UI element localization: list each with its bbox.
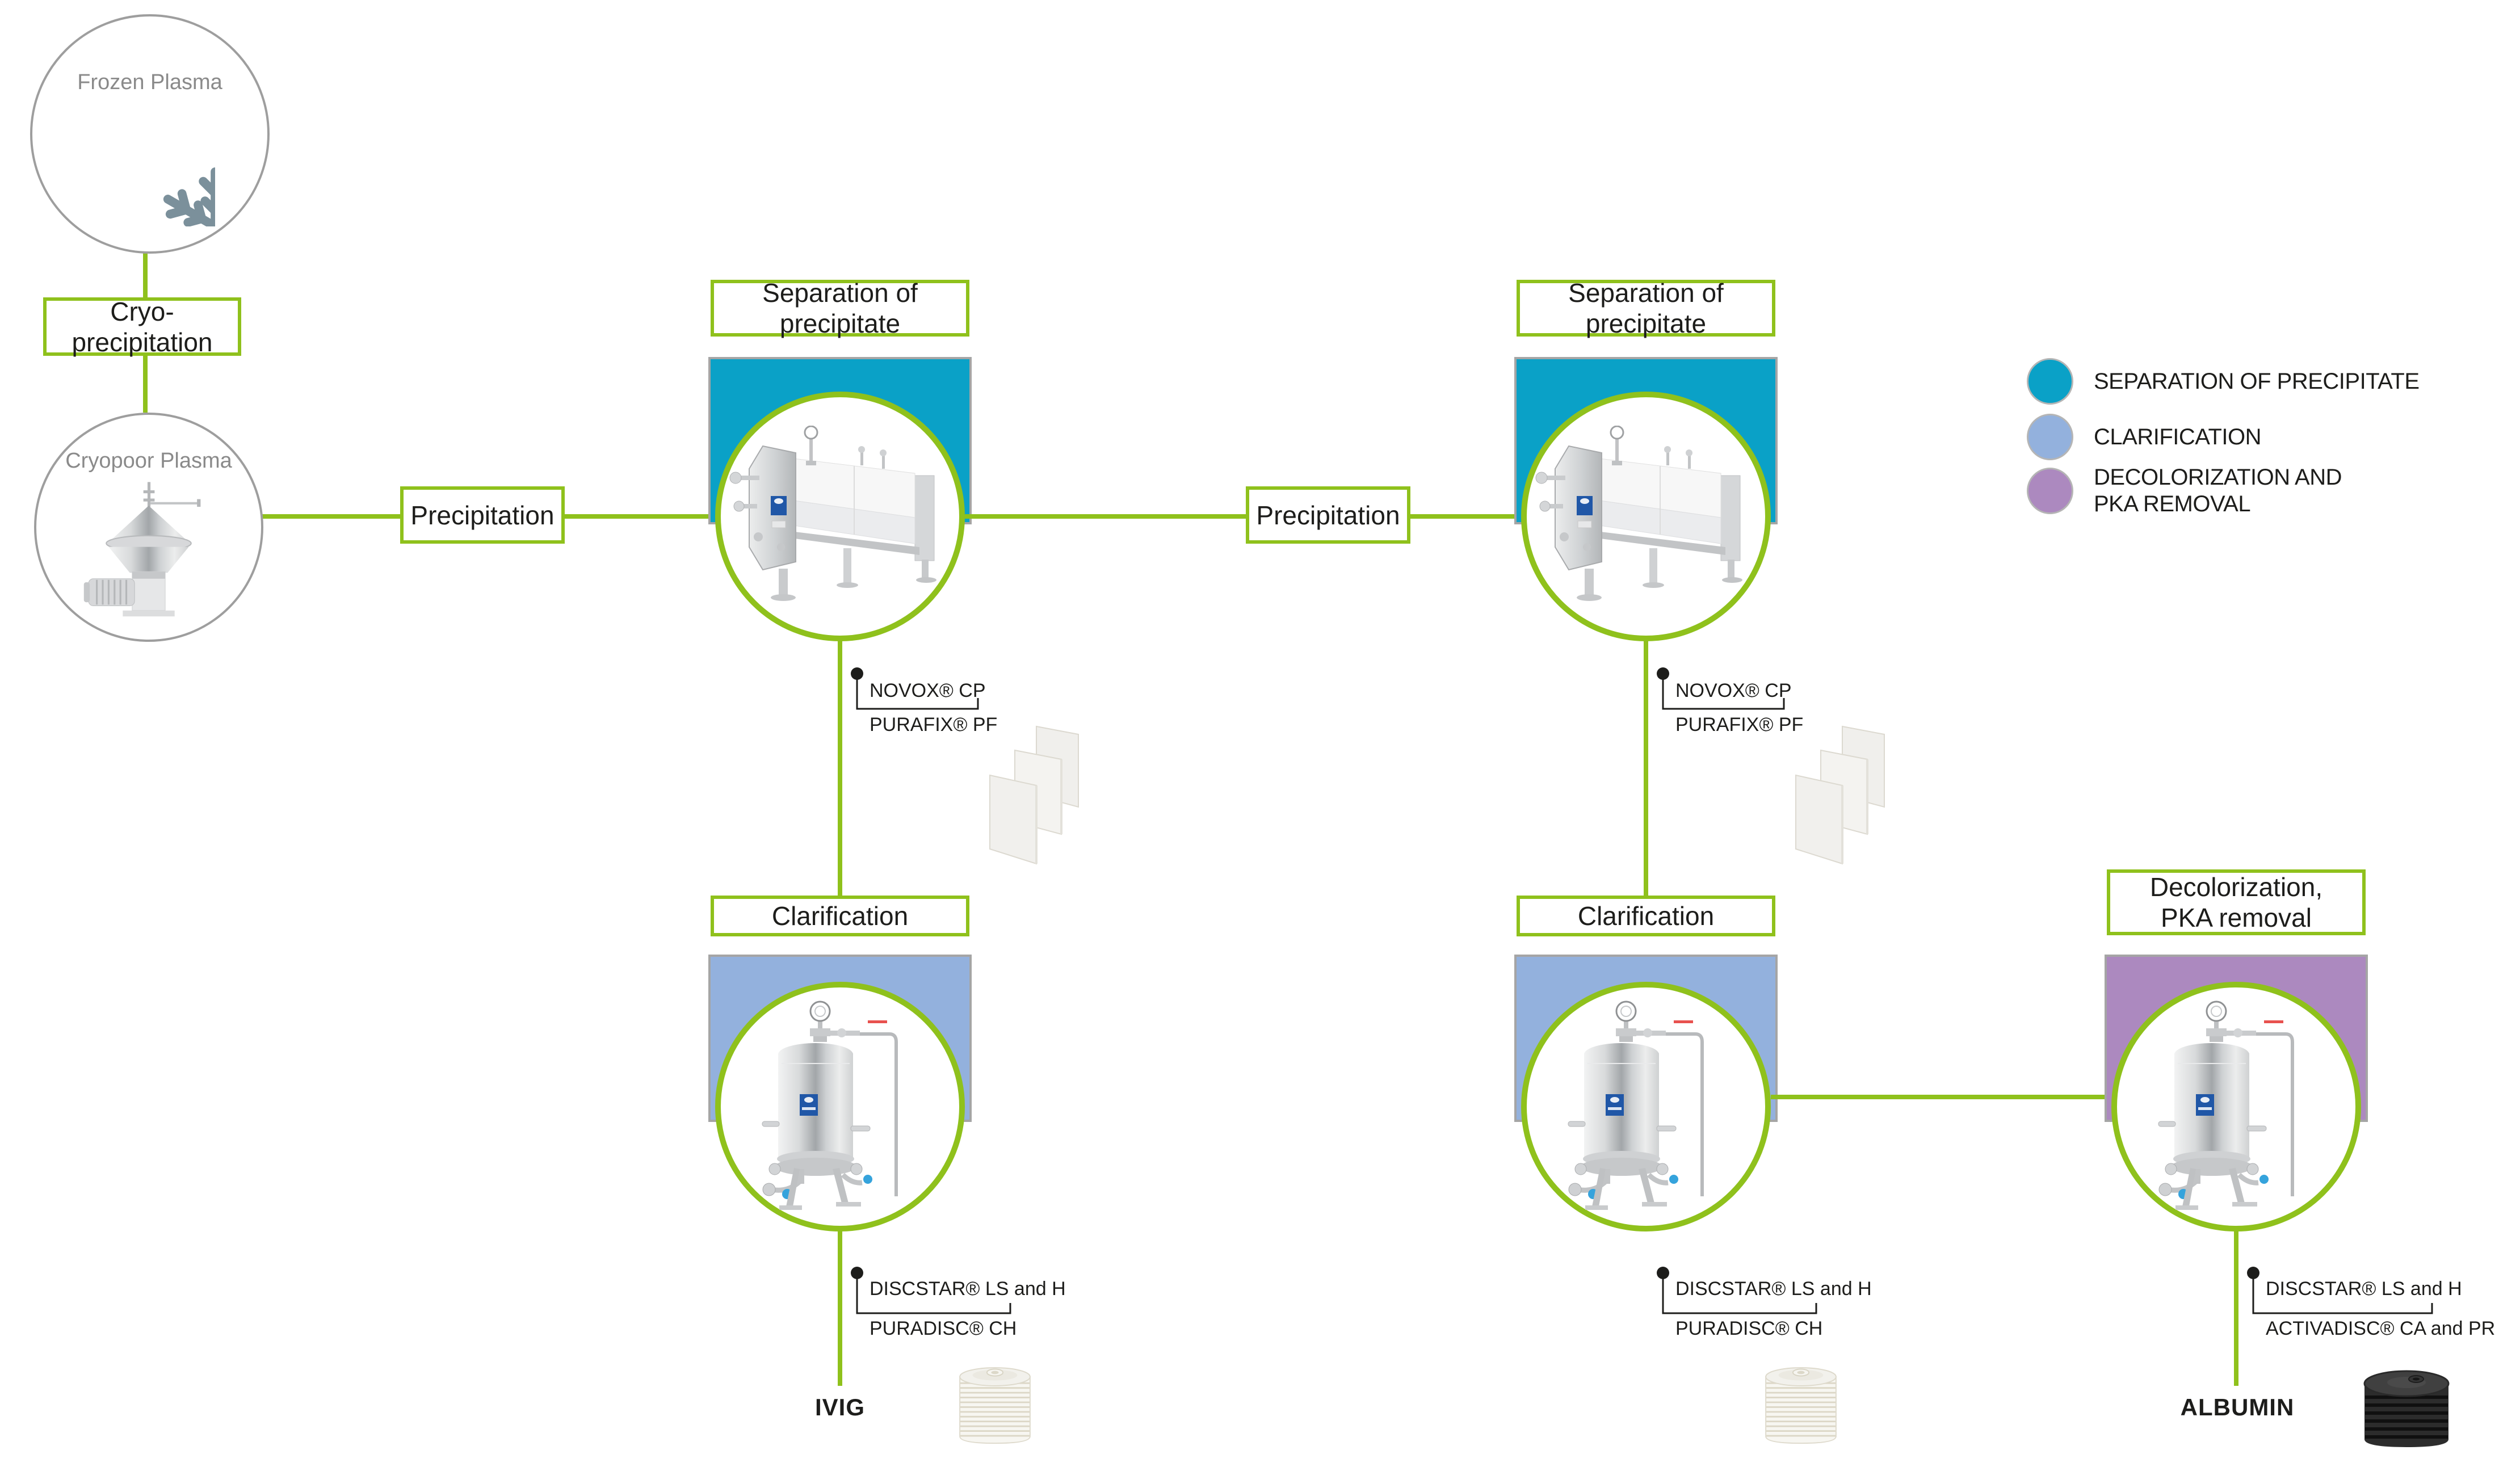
snowflake-icon [85,96,215,226]
separation-box-2: Separation of precipitate [1517,278,1775,338]
disc-stack-icon [952,1344,1038,1452]
connector-line [1771,1095,2111,1099]
connector-line [1410,514,1524,519]
legend-item-clarification: CLARIFICATION [2027,414,2262,460]
disc-stack-icon [1758,1344,1843,1452]
precipitation-label-2: Precipitation [1256,500,1400,530]
label-bracket [1662,1273,1817,1314]
connector-line [838,639,842,898]
clarification-label-1: Clarification [771,901,909,931]
puradisc-label-1: PURADISC® CH [870,1318,1017,1339]
connector-line [565,514,732,519]
activadisc-label: ACTIVADISC® CA and PR [2266,1318,2496,1339]
leader-dot [851,667,863,680]
filter-sheets-icon [1788,721,1890,868]
filter-sheets-icon [982,721,1084,868]
connector-line [143,249,148,297]
centrifuge-icon [72,478,225,626]
precipitation-box-2: Precipitation [1246,486,1410,544]
filter-press-icon [726,426,954,607]
novox-label-2: NOVOX® CP [1675,680,1792,701]
filter-housing-icon [1552,999,1740,1214]
cryo-precipitation-label: Cryo-precipitation [72,296,213,357]
leader-dot [1657,1267,1669,1279]
legend-label-clarification: CLARIFICATION [2094,424,2262,449]
purafix-label-1: PURAFIX® PF [870,714,998,735]
filter-press-icon [1532,426,1759,607]
connector-line [259,514,400,519]
separation-label-2: Separation of precipitate [1568,278,1724,338]
clarification-box-1: Clarification [711,896,969,936]
decolorization-box: Decolorization, PKA removal [2107,869,2366,935]
separation-box-1: Separation of precipitate [711,278,969,338]
cryopoor-plasma-label: Cryopoor Plasma [65,449,232,473]
black-disc-stack-icon [2358,1350,2455,1452]
legend-item-decolorization: DECOLORIZATION AND PKA REMOVAL [2027,464,2361,518]
legend-dot-clarification [2027,414,2073,460]
connector-line [965,514,1246,519]
legend-dot-decolorization [2027,468,2073,514]
filter-press-unit-1 [715,392,965,641]
separation-label-1: Separation of precipitate [762,278,918,338]
connector-line [2234,1229,2238,1386]
leader-dot [2247,1267,2259,1279]
precipitation-box-1: Precipitation [400,486,565,544]
legend-item-separation: SEPARATION OF PRECIPITATE [2027,358,2420,405]
connector-line [143,356,148,413]
cryopoor-plasma-node: Cryopoor Plasma [34,413,263,642]
filter-housing-icon [2143,999,2330,1214]
ivig-output-label: IVIG [814,1394,866,1420]
cryo-precipitation-box: Cryo-precipitation [43,296,241,357]
discstar-label-2: DISCSTAR® LS and H [1675,1278,1872,1300]
purafix-label-2: PURAFIX® PF [1675,714,1804,735]
discstar-label-3: DISCSTAR® LS and H [2266,1278,2462,1300]
leader-dot [851,1267,863,1279]
leader-dot [1657,667,1669,680]
decolorization-label-line1: Decolorization, [2149,872,2323,902]
precipitation-label-1: Precipitation [410,500,555,530]
filter-housing-unit-3 [2111,982,2361,1231]
frozen-plasma-label: Frozen Plasma [77,70,222,94]
label-bracket [2252,1273,2433,1314]
filter-housing-icon [746,999,934,1214]
label-bracket [1662,674,1785,710]
albumin-output-label: ALBUMIN [2180,1394,2295,1420]
connector-line [1644,639,1648,898]
legend-dot-separation [2027,358,2073,405]
puradisc-label-2: PURADISC® CH [1675,1318,1823,1339]
frozen-plasma-node: Frozen Plasma [30,14,270,254]
discstar-label-1: DISCSTAR® LS and H [870,1278,1066,1300]
connector-line [838,1229,842,1386]
clarification-box-2: Clarification [1517,896,1775,936]
label-bracket [856,674,979,710]
clarification-label-2: Clarification [1577,901,1715,931]
filter-press-unit-2 [1521,392,1771,641]
label-bracket [856,1273,1011,1314]
filter-housing-unit-1 [715,982,965,1231]
novox-label-1: NOVOX® CP [870,680,986,701]
decolorization-label-line2: PKA removal [2161,903,2312,932]
legend-label-decolorization: DECOLORIZATION AND PKA REMOVAL [2094,465,2342,516]
legend-label-separation: SEPARATION OF PRECIPITATE [2094,368,2420,394]
filter-housing-unit-2 [1521,982,1771,1231]
